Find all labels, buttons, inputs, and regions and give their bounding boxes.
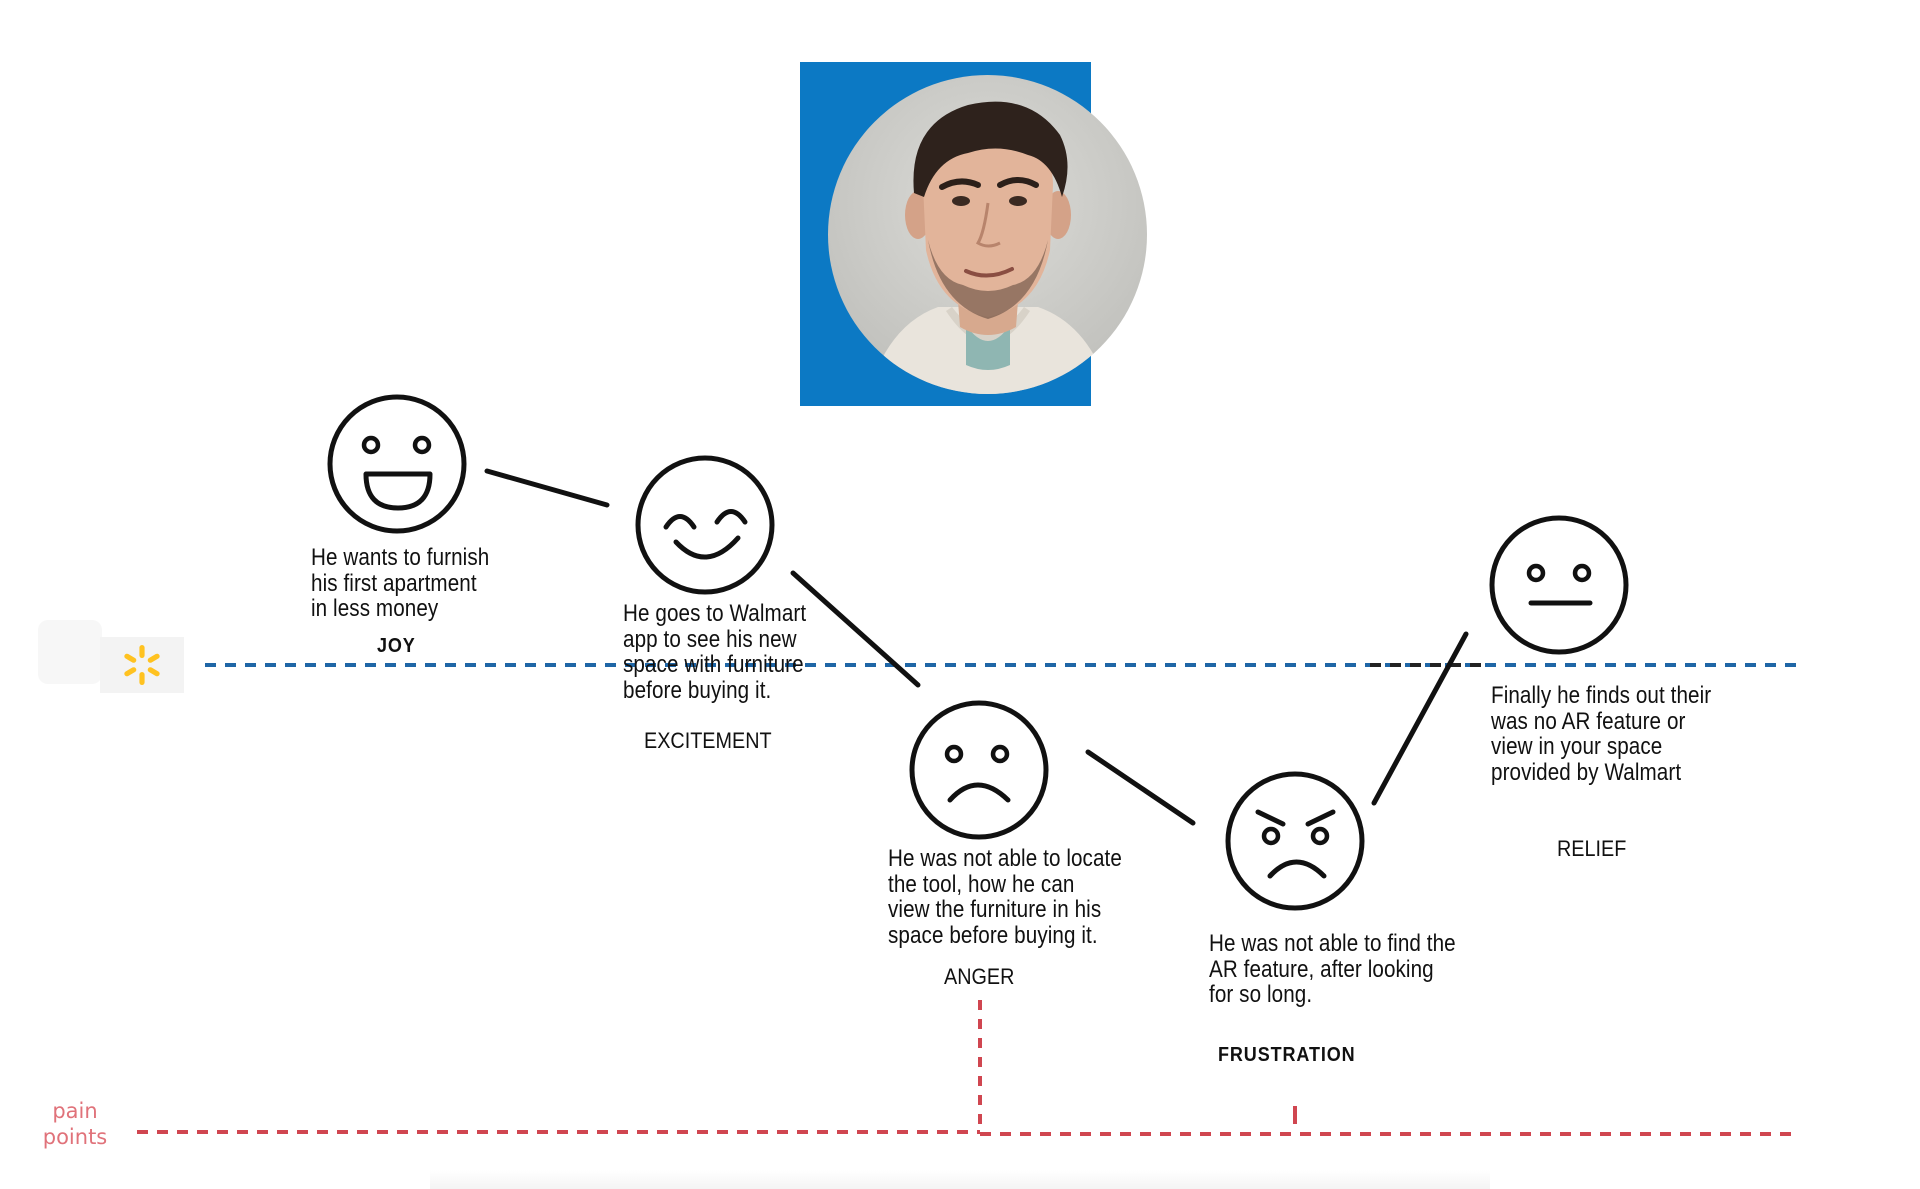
stage-frustration-emotion: FRUSTRATION: [1218, 1044, 1356, 1066]
walmart-spark-icon: [124, 645, 160, 685]
connector-joy-excitement: [484, 468, 610, 508]
stage-excitement-description: He goes to Walmart app to see his new sp…: [623, 600, 807, 704]
pain-points-label: pain points: [42, 1099, 108, 1149]
anger-face-icon: [909, 700, 1049, 840]
walmart-logo: [100, 637, 184, 693]
relief-face-icon: [1489, 515, 1629, 655]
stage-anger-description: He was not able to locate the tool, how …: [888, 845, 1122, 949]
excitement-face-icon: [635, 455, 775, 595]
frustration-face-icon: [1225, 771, 1365, 911]
stage-excitement-emotion: EXCITEMENT: [644, 728, 772, 753]
logo-shadow: [38, 620, 102, 684]
stage-joy-emotion: JOY: [377, 635, 416, 657]
connector-excitement-anger: [790, 570, 921, 688]
stage-anger-emotion: ANGER: [944, 964, 1015, 989]
connector-anger-frustration: [1085, 749, 1196, 826]
connector-frustration-relief: [1371, 631, 1469, 806]
stage-relief-description: Finally he finds out their was no AR fea…: [1491, 682, 1712, 786]
stage-frustration-description: He was not able to find the AR feature, …: [1209, 930, 1456, 1008]
stage-relief-emotion: RELIEF: [1557, 836, 1627, 861]
persona-avatar: [828, 75, 1147, 394]
joy-face-icon: [327, 394, 467, 534]
stage-joy-description: He wants to furnish his first apartment …: [311, 544, 490, 622]
bottom-fade: [430, 1170, 1490, 1189]
